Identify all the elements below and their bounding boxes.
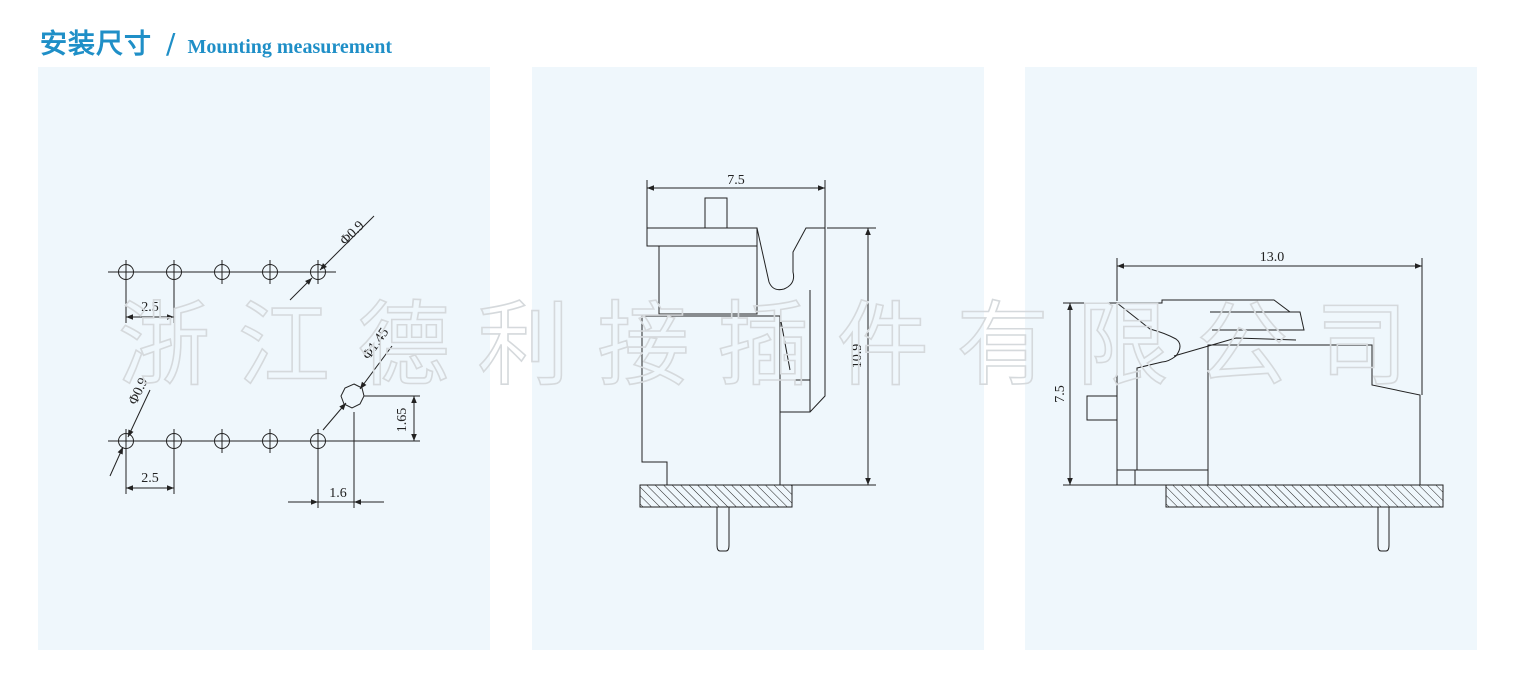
title-chinese: 安装尺寸 (40, 29, 152, 60)
pcb-layout-drawing (108, 215, 420, 508)
hole-row-top (118, 260, 326, 284)
dim-peg-dia: Φ1.45 (360, 325, 392, 362)
side-view-drawing (1063, 258, 1444, 552)
dim-hole-dia-top: Φ0.9 (337, 218, 367, 248)
front-view-drawing (639, 180, 876, 552)
dim-front-width: 7.5 (727, 173, 745, 188)
panel-front-view (532, 67, 984, 650)
peg-hole (340, 383, 365, 409)
dim-pitch-bottom: 2.5 (141, 471, 159, 486)
panel-side-view (1025, 67, 1477, 650)
dim-side-height: 7.5 (1053, 385, 1068, 403)
dim-offset-horizontal: 1.6 (329, 486, 347, 501)
dim-front-height: 10.9 (850, 344, 865, 369)
title-english: Mounting measurement (187, 36, 393, 58)
panel-pcb-layout (38, 67, 490, 650)
dim-hole-dia-bottom: Φ0.9 (126, 376, 151, 407)
section-title: 安装尺寸 / Mounting measurement (40, 22, 393, 60)
dim-pitch-top: 2.5 (141, 300, 159, 315)
dim-side-length: 13.0 (1260, 250, 1285, 265)
dim-offset-vertical: 1.65 (395, 408, 410, 433)
hole-row-bottom (118, 429, 326, 453)
title-separator: / (166, 27, 176, 60)
